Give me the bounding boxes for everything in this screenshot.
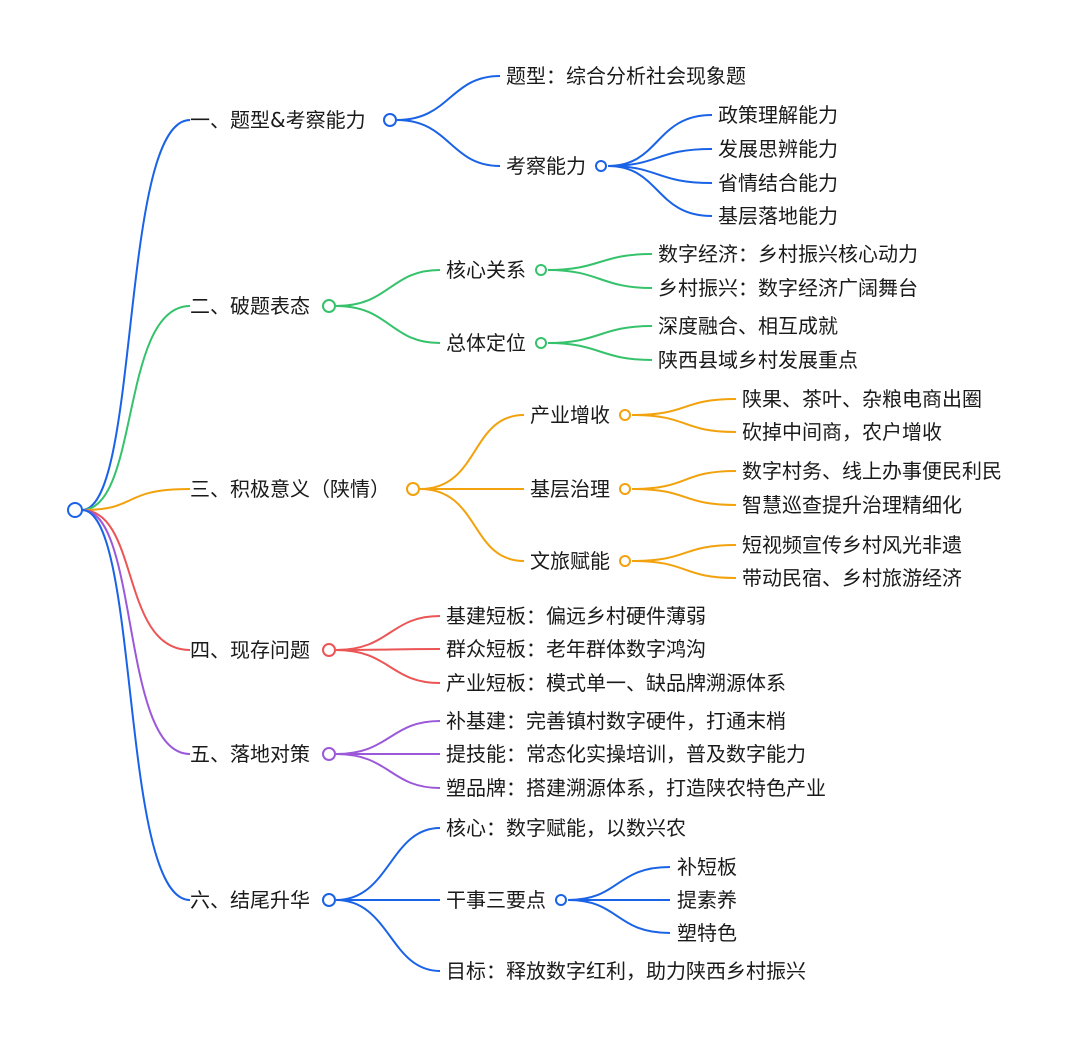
edge-root-b4	[81, 509, 191, 651]
edge-b6c2-l1	[567, 866, 671, 901]
b3-child-3-label[interactable]: 文旅赋能	[530, 549, 610, 573]
edge-b3c3-l1	[631, 544, 737, 562]
b6-child-3-label[interactable]: 目标：释放数字红利，助力陕西乡村振兴	[446, 959, 806, 983]
b1-leaf-1-label[interactable]: 政策理解能力	[718, 103, 838, 127]
edge-b2c2-l2	[547, 342, 653, 361]
edge-b3-c1	[419, 414, 525, 490]
node-b6-c2[interactable]	[555, 894, 567, 906]
edge-b2-c1	[335, 269, 441, 307]
b2-leaf-2-label[interactable]: 乡村振兴：数字经济广阔舞台	[658, 276, 918, 300]
edge-root-b3	[81, 488, 191, 511]
b4-child-3-label[interactable]: 产业短板：模式单一、缺品牌溯源体系	[446, 671, 786, 695]
edge-b2c1-l1	[547, 253, 653, 271]
b2-leaf-1-label[interactable]: 数字经济：乡村振兴核心动力	[658, 242, 918, 266]
edge-b2c2-l1	[547, 325, 653, 344]
node-b1-c2[interactable]	[595, 160, 607, 172]
b4-child-1-label[interactable]: 基建短板：偏远乡村硬件薄弱	[446, 604, 706, 628]
b1-child-2-label[interactable]: 考察能力	[506, 154, 586, 178]
edge-b3c3-l2	[631, 560, 737, 579]
edge-b4-c1	[335, 615, 441, 651]
node-b2[interactable]	[322, 299, 336, 313]
edge-b6-c1	[335, 827, 441, 901]
b4-child-2-label[interactable]: 群众短板：老年群体数字鸿沟	[446, 637, 706, 661]
edge-b4-c2	[335, 648, 441, 651]
edge-b1c2-l4	[607, 165, 713, 217]
edge-b1c2-l1	[607, 114, 713, 167]
node-b3-c3[interactable]	[619, 555, 631, 567]
b3-child-1-label[interactable]: 产业增收	[530, 403, 610, 427]
node-b2-c2[interactable]	[535, 337, 547, 349]
b1-leaf-3-label[interactable]: 省情结合能力	[718, 171, 838, 195]
b2-leaf-4-label[interactable]: 陕西县域乡村发展重点	[658, 348, 858, 372]
branch-2-label[interactable]: 二、破题表态	[190, 294, 310, 318]
edge-b1c2-l3	[607, 165, 713, 184]
node-b3-c2[interactable]	[619, 483, 631, 495]
edge-b1-c1	[396, 75, 501, 121]
b5-child-2-label[interactable]: 提技能：常态化实操培训，普及数字能力	[446, 742, 806, 766]
b3-child-2-label[interactable]: 基层治理	[530, 477, 610, 501]
b2-child-2-label[interactable]: 总体定位	[446, 331, 526, 355]
edge-b2c1-l2	[547, 269, 653, 289]
b5-child-1-label[interactable]: 补基建：完善镇村数字硬件，打通末梢	[446, 709, 786, 733]
node-b5[interactable]	[322, 747, 336, 761]
edge-b3c2-l2	[631, 488, 737, 506]
edge-b6c2-l3	[567, 899, 671, 934]
node-b2-c1[interactable]	[535, 264, 547, 276]
branch-1-label[interactable]: 一、题型&考察能力	[190, 108, 366, 132]
branch-6-label[interactable]: 六、结尾升华	[190, 888, 310, 912]
edge-b4-c3	[335, 649, 441, 684]
edge-b2-c2	[335, 305, 441, 344]
b2-leaf-3-label[interactable]: 深度融合、相互成就	[658, 314, 838, 338]
b5-child-3-label[interactable]: 塑品牌：搭建溯源体系，打造陕农特色产业	[446, 776, 826, 800]
root-node[interactable]	[67, 502, 83, 518]
b3-leaf-4-label[interactable]: 智慧巡查提升治理精细化	[742, 493, 962, 517]
b3-leaf-5-label[interactable]: 短视频宣传乡村风光非遗	[742, 533, 962, 557]
edge-b3c2-l1	[631, 470, 737, 490]
edge-b3c1-l2	[631, 414, 737, 433]
edge-root-b2	[81, 305, 191, 511]
node-b3[interactable]	[406, 482, 420, 496]
b6-leaf-3-label[interactable]: 塑特色	[677, 921, 737, 945]
node-b1[interactable]	[383, 113, 397, 127]
branch-3-label[interactable]: 三、积极意义（陕情）	[190, 477, 390, 501]
edge-b1c2-l2	[607, 148, 713, 167]
edge-b5-c1	[335, 720, 441, 755]
edge-b5-c3	[335, 753, 441, 789]
b1-child-1-label[interactable]: 题型：综合分析社会现象题	[506, 64, 746, 88]
b6-leaf-1-label[interactable]: 补短板	[677, 855, 737, 879]
b6-leaf-2-label[interactable]: 提素养	[677, 888, 737, 912]
node-b3-c1[interactable]	[619, 409, 631, 421]
branch-4-label[interactable]: 四、现存问题	[190, 638, 310, 662]
edge-b3c1-l1	[631, 398, 737, 416]
b1-leaf-2-label[interactable]: 发展思辨能力	[718, 137, 838, 161]
b3-leaf-2-label[interactable]: 砍掉中间商，农户增收	[742, 420, 942, 444]
branch-5-label[interactable]: 五、落地对策	[190, 742, 310, 766]
edge-root-b1	[81, 119, 191, 511]
edge-b3-c3	[419, 488, 525, 562]
node-b4[interactable]	[322, 643, 336, 657]
edge-b6-c3	[335, 899, 441, 972]
edge-root-b6	[81, 509, 191, 901]
edge-b1-c2	[396, 119, 501, 167]
b3-leaf-1-label[interactable]: 陕果、茶叶、杂粮电商出圈	[742, 387, 982, 411]
edge-root-b5	[81, 509, 191, 755]
node-b6[interactable]	[322, 893, 336, 907]
b3-leaf-6-label[interactable]: 带动民宿、乡村旅游经济	[742, 566, 962, 590]
b2-child-1-label[interactable]: 核心关系	[446, 258, 526, 282]
b6-child-1-label[interactable]: 核心：数字赋能，以数兴农	[446, 816, 686, 840]
b1-leaf-4-label[interactable]: 基层落地能力	[718, 204, 838, 228]
b6-child-2-label[interactable]: 干事三要点	[446, 888, 546, 912]
b3-leaf-3-label[interactable]: 数字村务、线上办事便民利民	[742, 459, 1002, 483]
